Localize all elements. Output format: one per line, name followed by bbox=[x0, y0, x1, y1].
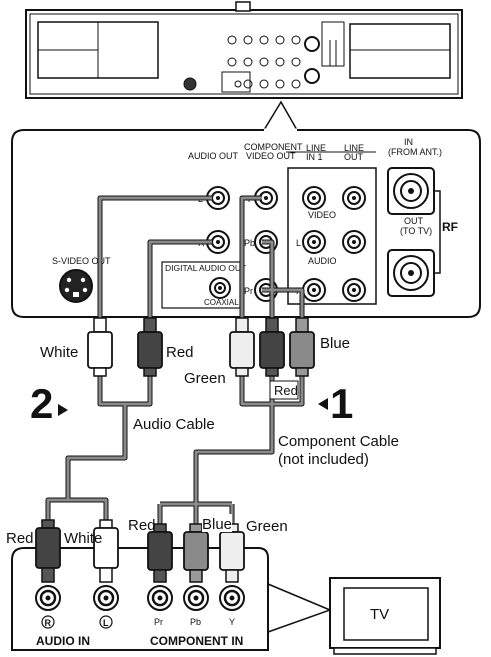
label-green: Green bbox=[184, 370, 226, 387]
step-1-arrow-icon bbox=[318, 398, 328, 410]
tv-label-white: White bbox=[64, 530, 102, 547]
plug-red-audio-tv bbox=[35, 519, 61, 583]
tv-component-y-jack[interactable] bbox=[219, 585, 245, 611]
plug-red-component bbox=[259, 317, 285, 377]
tv-label-green: Green bbox=[246, 518, 288, 535]
tv-input-panel bbox=[11, 547, 269, 651]
audio-out-l-jack[interactable] bbox=[206, 186, 230, 210]
label-red: Red bbox=[166, 344, 194, 361]
line-out-audio-r-jack[interactable] bbox=[342, 278, 366, 302]
plug-blue-component-tv bbox=[183, 523, 209, 583]
out-to-tv-label-1: OUT bbox=[404, 216, 424, 226]
tv-audio-l-jack[interactable] bbox=[93, 585, 119, 611]
tv-component-pb-jack[interactable] bbox=[183, 585, 209, 611]
audio-out-label: AUDIO OUT bbox=[188, 151, 239, 161]
line-out-label-1: LINE bbox=[344, 143, 364, 153]
plug-green-component bbox=[229, 317, 255, 377]
tv-component-pr-jack[interactable] bbox=[147, 585, 173, 611]
plug-white-audio-tv bbox=[93, 519, 119, 583]
plug-blue-component bbox=[289, 317, 315, 377]
line-in-audio-l-jack[interactable] bbox=[302, 230, 326, 254]
line-out-video-jack[interactable] bbox=[342, 186, 366, 210]
component-video-out-label-2: VIDEO OUT bbox=[246, 151, 296, 161]
line-out-audio-l-jack[interactable] bbox=[342, 230, 366, 254]
panel-jacks bbox=[59, 167, 441, 303]
out-to-tv-label-2: (TO TV) bbox=[400, 226, 432, 236]
tv-l-symbol: L bbox=[103, 618, 109, 628]
line-in-video-jack[interactable] bbox=[302, 186, 326, 210]
component-cable-label-1: Component Cable bbox=[278, 433, 399, 450]
audio-label: AUDIO bbox=[308, 256, 337, 266]
tv-label-red: Red bbox=[6, 530, 34, 547]
callout-pointer bbox=[263, 100, 298, 131]
audio-in-label: AUDIO IN bbox=[36, 634, 90, 648]
in-from-ant-label-1: IN bbox=[404, 137, 413, 147]
line-in-audio-r-jack[interactable] bbox=[302, 278, 326, 302]
l-circle-icon bbox=[99, 615, 113, 629]
rf-label: RF bbox=[442, 220, 458, 234]
label-white: White bbox=[40, 344, 78, 361]
plug-red-component-tv bbox=[147, 523, 173, 583]
component-in-label: COMPONENT IN bbox=[150, 634, 243, 648]
tv-audio-r-jack[interactable] bbox=[35, 585, 61, 611]
jack-pb-label: Pb bbox=[244, 238, 255, 248]
tv-label-blue: Blue bbox=[202, 516, 232, 533]
audio-cable-label: Audio Cable bbox=[133, 416, 215, 433]
device-rear-view bbox=[25, 1, 463, 99]
line-in-label-2: IN 1 bbox=[306, 152, 323, 162]
tv-pb-label: Pb bbox=[190, 617, 201, 627]
step-2-number: 2 bbox=[30, 380, 53, 427]
digital-audio-out-label: DIGITAL AUDIO OUT bbox=[165, 263, 246, 273]
step-2-arrow-icon bbox=[58, 404, 68, 416]
svideo-out-label: S-VIDEO OUT bbox=[52, 256, 111, 266]
line-out-label-2: OUT bbox=[344, 152, 364, 162]
line-in-label-1: LINE bbox=[306, 143, 326, 153]
tv-icon bbox=[329, 577, 441, 655]
tv-r-symbol: R bbox=[45, 618, 52, 628]
line-jack-block bbox=[287, 167, 377, 305]
component-y-jack[interactable] bbox=[254, 186, 278, 210]
video-label: VIDEO bbox=[308, 210, 336, 220]
rf-in-jack[interactable] bbox=[387, 167, 435, 215]
component-video-out-label-1: COMPONENT bbox=[244, 142, 303, 152]
tv-callout-pointer bbox=[267, 583, 333, 633]
step-1-number: 1 bbox=[330, 380, 353, 427]
label-red-mid: Red bbox=[274, 383, 298, 398]
coaxial-jack[interactable] bbox=[209, 277, 231, 299]
panel-enlarged bbox=[11, 129, 481, 318]
tv-pr-label: Pr bbox=[154, 617, 163, 627]
tv-y-label: Y bbox=[229, 617, 235, 627]
plug-red-audio bbox=[137, 317, 163, 377]
tv-label: TV bbox=[370, 606, 389, 623]
component-cable-label-2: (not included) bbox=[278, 451, 369, 468]
in-from-ant-label-2: (FROM ANT.) bbox=[388, 147, 442, 157]
jack-pr-label: Pr bbox=[244, 286, 253, 296]
rf-out-jack[interactable] bbox=[387, 249, 435, 297]
r-circle-icon bbox=[41, 615, 55, 629]
label-blue: Blue bbox=[320, 335, 350, 352]
coaxial-label: COAXIAL bbox=[204, 298, 239, 307]
plug-white-audio bbox=[87, 317, 113, 377]
tv-label-red-component: Red bbox=[128, 517, 156, 534]
line-l-label: L bbox=[296, 238, 301, 248]
svideo-out-jack[interactable] bbox=[59, 269, 93, 303]
